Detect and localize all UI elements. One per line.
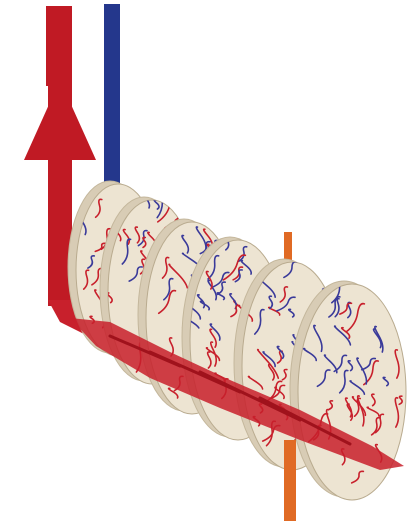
outlet-pipe-top [284,232,292,262]
inlet-pipe-top [46,6,72,86]
up-arrow-icon [24,80,96,160]
supply-pipe [104,4,120,196]
outlet-pipe [284,440,296,521]
